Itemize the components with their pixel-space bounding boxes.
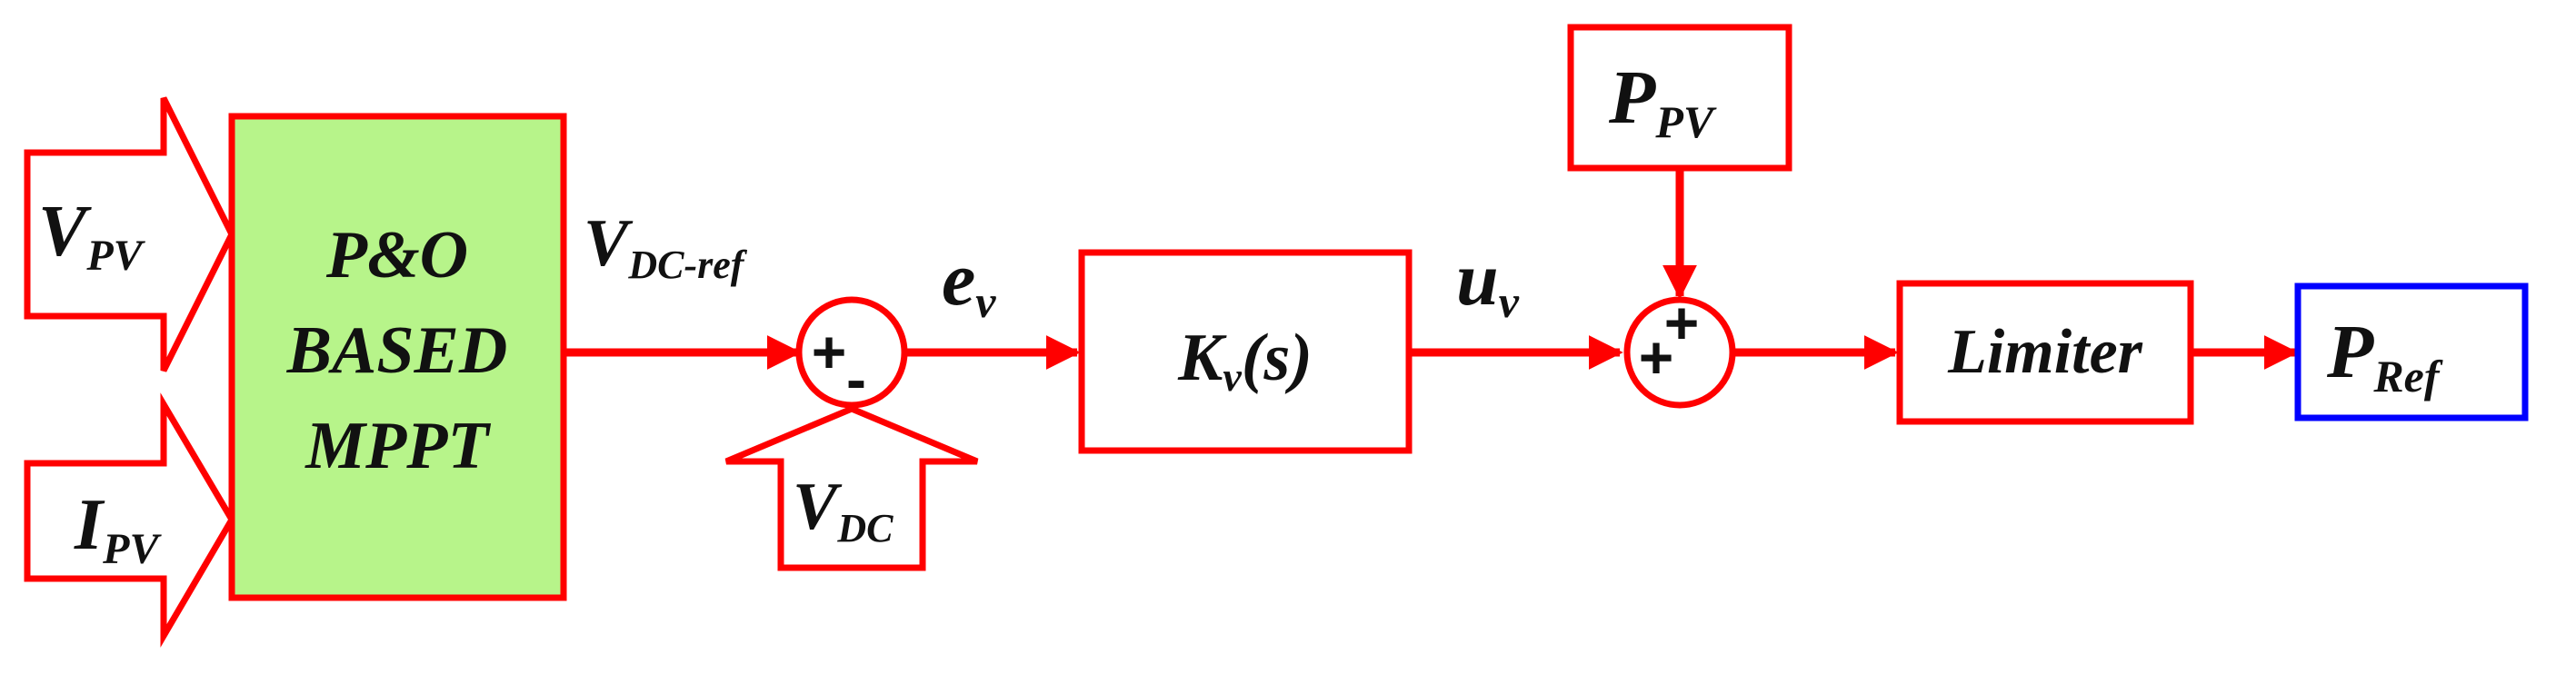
sum1-plus-sign: + xyxy=(812,318,847,385)
limiter-block: Limiter xyxy=(1896,280,2194,425)
controller-block: Kv(s) xyxy=(1078,249,1413,454)
pref-output-block: PRef xyxy=(2294,283,2529,421)
ppv-block: PPV xyxy=(1567,24,1792,172)
vpv-label: V xyxy=(38,192,92,272)
mppt-label-line3: MPPT xyxy=(305,409,491,483)
ppv-label: P xyxy=(1608,55,1656,140)
svg-text:VDC: VDC xyxy=(793,470,894,550)
pref-subscript: Ref xyxy=(2372,351,2443,401)
sum2-plus-left: + xyxy=(1639,323,1674,391)
vdc-subscript: DC xyxy=(836,506,894,550)
limiter-label: Limiter xyxy=(1947,317,2143,387)
svg-text:IPV: IPV xyxy=(74,485,162,573)
vpv-subscript: PV xyxy=(85,232,145,280)
ev-signal-label: ev xyxy=(942,237,996,327)
vdc-feedback-arrow: VDC xyxy=(724,405,979,571)
sum2-plus-top: + xyxy=(1664,289,1700,356)
ipv-subscript: PV xyxy=(102,525,162,573)
pref-label: P xyxy=(2326,310,2374,394)
svg-text:PPV: PPV xyxy=(1608,55,1717,147)
uv-signal-label: uv xyxy=(1456,237,1520,327)
vdc-ref-signal-label: VDC-ref xyxy=(584,206,748,287)
mppt-block: P&O BASED MPPT xyxy=(228,113,567,601)
vdc-label: V xyxy=(793,470,843,544)
vpv-input-arrow: VPV xyxy=(24,96,235,372)
mppt-label-line2: BASED xyxy=(286,313,508,388)
ipv-label: I xyxy=(74,485,105,565)
summing-junction-2: + + xyxy=(1623,289,1736,409)
sum1-minus-sign: - xyxy=(846,345,866,412)
ipv-input-arrow: IPV xyxy=(24,392,236,648)
svg-text:VPV: VPV xyxy=(38,192,146,280)
controller-label: Kv(s) xyxy=(1177,321,1313,400)
ppv-subscript: PV xyxy=(1654,96,1717,147)
summing-junction-1: + - xyxy=(795,296,908,412)
mppt-label-line1: P&O xyxy=(325,218,468,292)
svg-text:PRef: PRef xyxy=(2326,310,2443,401)
